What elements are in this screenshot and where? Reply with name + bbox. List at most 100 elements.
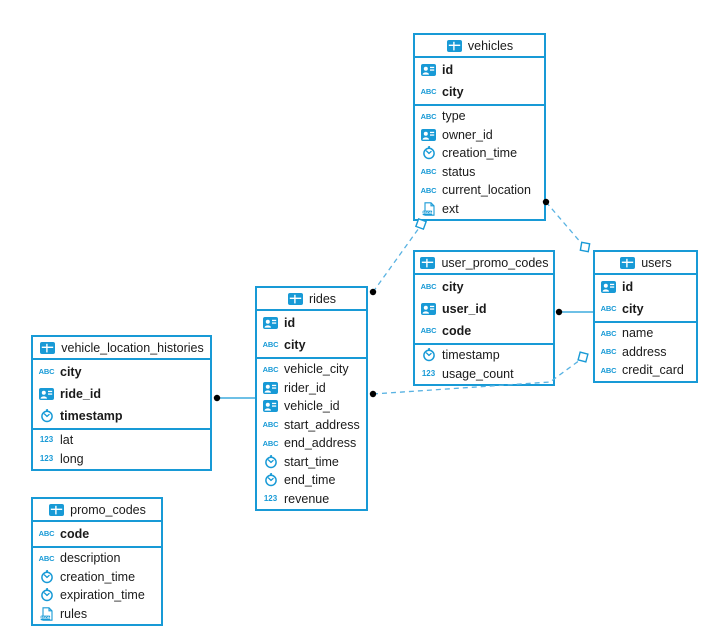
- column-name: rider_id: [284, 380, 326, 395]
- clock-icon: [262, 473, 279, 487]
- abc-icon: ABC: [262, 340, 279, 350]
- column-expiration_time[interactable]: expiration_time: [33, 586, 161, 605]
- abc-icon: ABC: [600, 365, 617, 375]
- column-vehicle_id[interactable]: vehicle_id: [257, 397, 366, 416]
- table-icon: [287, 292, 304, 306]
- column-name: user_id: [442, 302, 487, 316]
- column-name: id: [442, 63, 454, 77]
- table-header[interactable]: rides: [257, 288, 366, 311]
- column-name: timestamp: [60, 409, 123, 423]
- column-name: creation_time: [60, 569, 136, 584]
- column-timestamp[interactable]: timestamp: [415, 346, 553, 365]
- column-name: type: [442, 109, 466, 124]
- column-user_id[interactable]: user_id: [415, 298, 553, 320]
- table-header[interactable]: promo_codes: [33, 499, 161, 522]
- column-owner_id[interactable]: owner_id: [415, 126, 544, 145]
- abc-icon: ABC: [38, 367, 55, 377]
- clock-icon: [38, 588, 55, 602]
- id-card-icon: [420, 63, 437, 77]
- relationship-dot: [213, 394, 221, 402]
- table-name: vehicles: [467, 38, 514, 53]
- column-name: status: [442, 164, 476, 179]
- column-creation_time[interactable]: creation_time: [415, 144, 544, 163]
- clock-icon: [420, 348, 437, 362]
- column-long[interactable]: 123 long: [33, 450, 210, 469]
- column-name: expiration_time: [60, 588, 145, 603]
- table-icon: [446, 39, 463, 53]
- column-end_time[interactable]: end_time: [257, 471, 366, 490]
- column-status[interactable]: ABC status: [415, 163, 544, 182]
- number-icon: 123: [39, 453, 54, 463]
- column-name: rules: [60, 606, 88, 621]
- column-name: id: [622, 280, 634, 294]
- abc-icon: ABC: [38, 553, 55, 563]
- column-name: owner_id: [442, 127, 493, 142]
- column-id[interactable]: id: [257, 312, 366, 334]
- json-icon: JSON: [420, 202, 437, 216]
- relationship-dot: [369, 288, 377, 296]
- relationship-vehicles-users[interactable]: [542, 198, 591, 253]
- table-header[interactable]: users: [595, 252, 696, 275]
- abc-icon: ABC: [420, 111, 437, 121]
- id-card-icon: [262, 399, 279, 413]
- relationship-vehicle_location_histories-rides[interactable]: [213, 394, 257, 402]
- svg-text:JSON: JSON: [422, 210, 433, 215]
- table-header[interactable]: vehicles: [415, 35, 544, 58]
- column-timestamp[interactable]: timestamp: [33, 405, 210, 427]
- relationship-user_promo_codes-users[interactable]: [555, 308, 595, 316]
- table-icon: [419, 256, 436, 270]
- column-city[interactable]: ABC city: [33, 361, 210, 383]
- abc-icon: ABC: [420, 167, 437, 176]
- column-name: name: [622, 326, 654, 341]
- column-start_time[interactable]: start_time: [257, 453, 366, 472]
- column-type[interactable]: ABC type: [415, 107, 544, 126]
- table-icon: [48, 503, 65, 517]
- table-header[interactable]: user_promo_codes: [415, 252, 553, 275]
- column-ride_id[interactable]: ride_id: [33, 383, 210, 405]
- column-name: city: [60, 365, 82, 379]
- abc-icon: ABC: [600, 347, 617, 356]
- column-id[interactable]: id: [595, 276, 696, 298]
- column-creation_time[interactable]: creation_time: [33, 568, 161, 587]
- column-id[interactable]: id: [415, 59, 544, 81]
- abc-icon: ABC: [262, 364, 279, 374]
- column-name: long: [60, 451, 84, 466]
- column-rider_id[interactable]: rider_id: [257, 379, 366, 398]
- table-header[interactable]: vehicle_location_histories: [33, 337, 210, 360]
- column-name: usage_count: [442, 366, 514, 381]
- column-name: end_address: [284, 436, 357, 451]
- column-name: revenue: [284, 491, 330, 506]
- abc-icon: ABC: [420, 87, 437, 97]
